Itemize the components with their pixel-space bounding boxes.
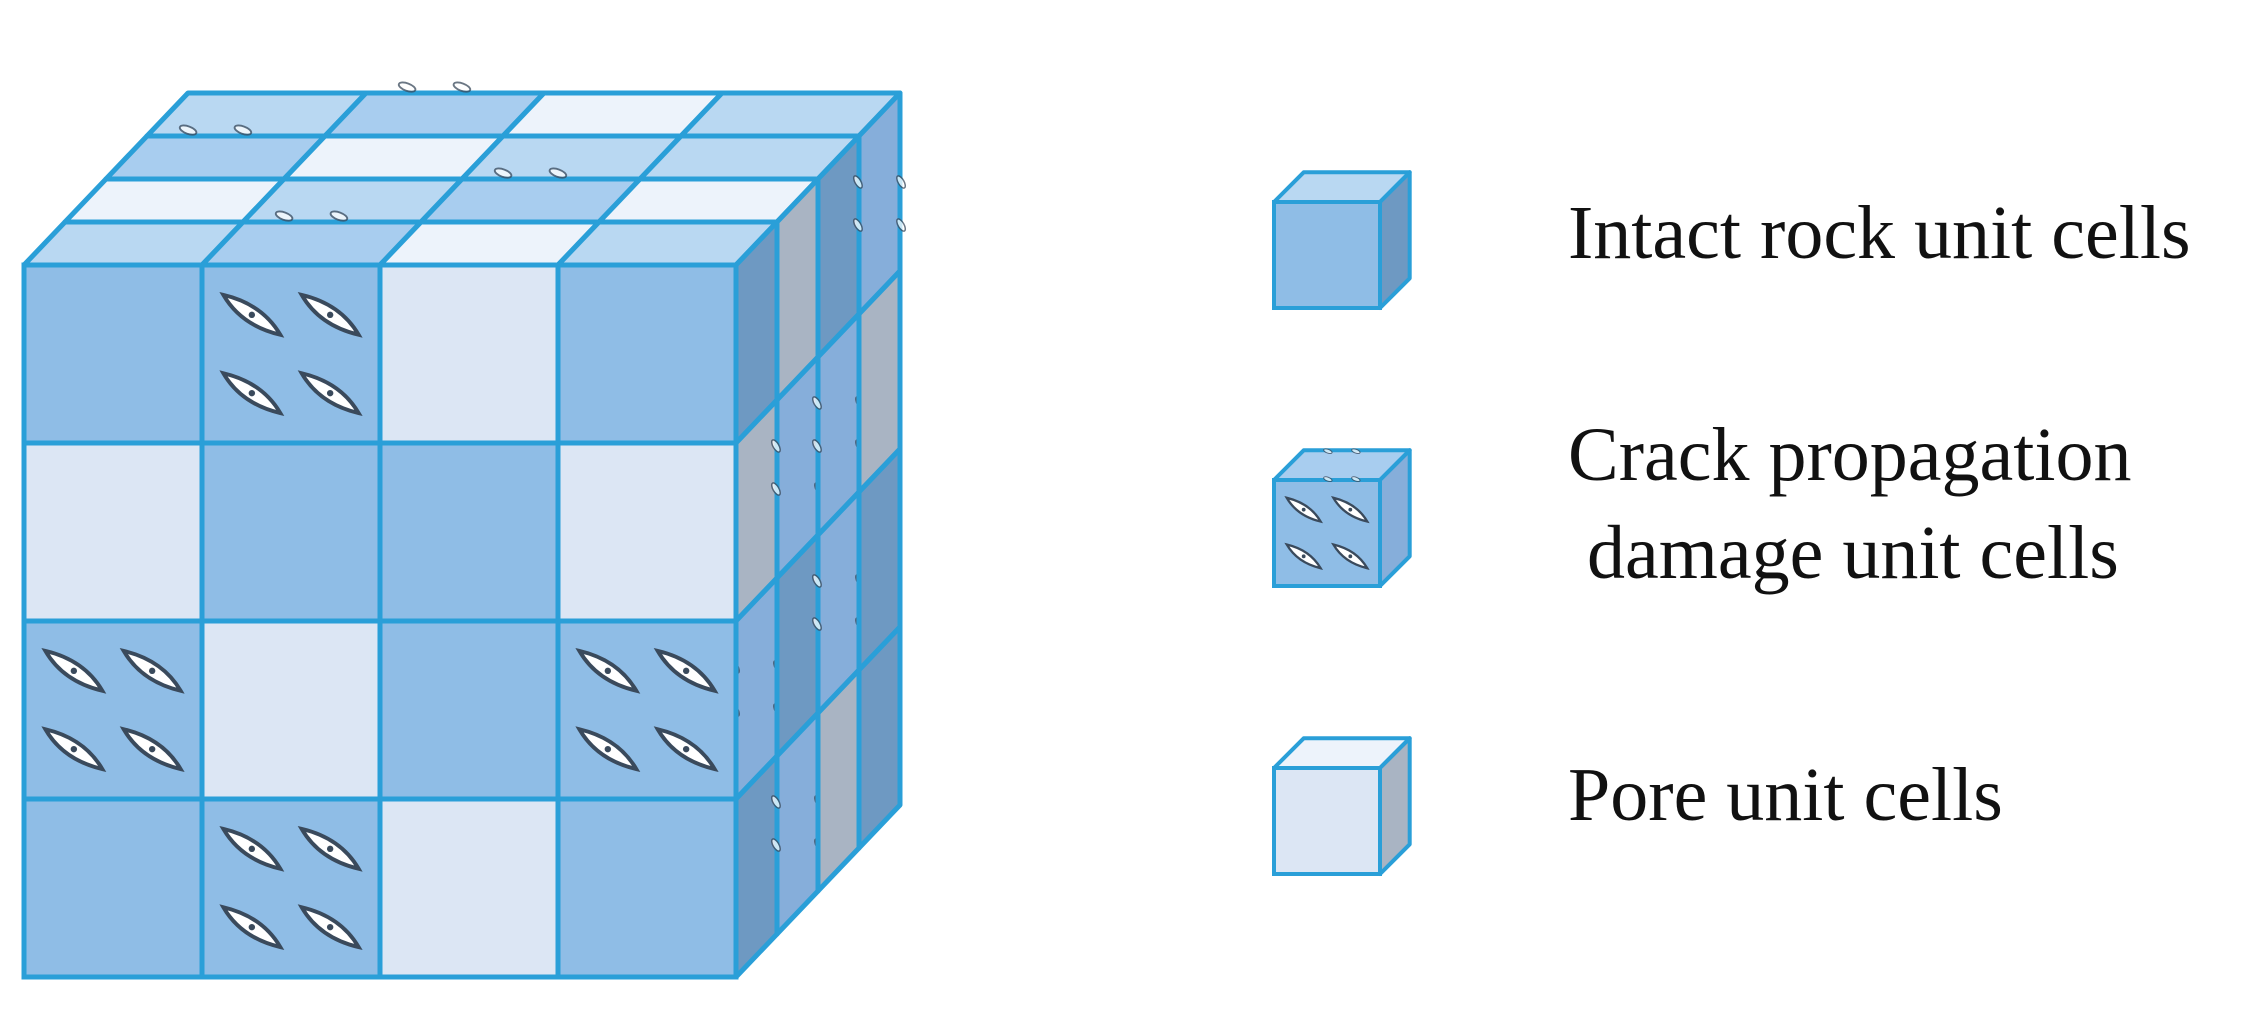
icon-crack-marks bbox=[1284, 496, 1370, 570]
crack-mark-dot bbox=[1301, 554, 1306, 559]
legend-label-crack-line2: damage unit cells bbox=[1568, 511, 2119, 595]
front-cell-intact bbox=[21, 262, 205, 446]
side-cell-crack-marks bbox=[852, 175, 907, 232]
icon-crack-marks-top bbox=[1323, 448, 1361, 483]
crack-mark bbox=[1323, 476, 1333, 483]
front-cell-crack-marks bbox=[219, 825, 363, 951]
crack-mark bbox=[852, 218, 863, 232]
crack-mark-dot bbox=[248, 923, 256, 931]
crack-mark-dot bbox=[1348, 507, 1353, 512]
front-cell-pore bbox=[555, 440, 739, 624]
front-cell-intact bbox=[555, 796, 739, 980]
crack-mark-dot bbox=[604, 667, 612, 675]
crack-cell-icon bbox=[1272, 448, 1412, 588]
legend-item-crack: Crack propagation damage unit cells bbox=[1272, 413, 2131, 595]
front-cell-pore bbox=[21, 440, 205, 624]
front-cell-intact bbox=[377, 618, 561, 802]
front-cell-crack-marks bbox=[41, 647, 185, 773]
front-cell-crack-marks bbox=[219, 291, 363, 417]
crack-mark-dot bbox=[604, 745, 612, 753]
side-cell-crack bbox=[774, 710, 821, 937]
crack-mark bbox=[178, 124, 198, 136]
crack-mark-dot bbox=[70, 745, 78, 753]
crack-mark-dot bbox=[70, 667, 78, 675]
front-cell-crack bbox=[21, 618, 205, 802]
icon-front-face bbox=[1272, 478, 1382, 588]
crack-mark-dot bbox=[326, 845, 334, 853]
crack-mark bbox=[811, 574, 822, 588]
crack-mark bbox=[770, 838, 781, 852]
front-cell-crack bbox=[199, 796, 383, 980]
crack-mark bbox=[397, 81, 417, 93]
crack-mark bbox=[896, 175, 907, 189]
crack-mark bbox=[770, 795, 781, 809]
crack-mark bbox=[548, 167, 568, 179]
side-cell-intact bbox=[856, 624, 903, 851]
crack-mark bbox=[233, 124, 253, 136]
crack-mark bbox=[896, 218, 907, 232]
crack-mark-dot bbox=[326, 311, 334, 319]
crack-mark-dot bbox=[248, 311, 256, 319]
crack-mark-dot bbox=[326, 389, 334, 397]
front-cell-intact bbox=[21, 796, 205, 980]
pore-cell-icon bbox=[1272, 736, 1412, 876]
front-cell-pore bbox=[199, 618, 383, 802]
legend: Intact rock unit cells Crack propagation… bbox=[1272, 170, 2191, 876]
crack-mark bbox=[770, 482, 781, 496]
cube-top-face bbox=[21, 81, 903, 277]
crack-mark bbox=[1351, 448, 1361, 455]
front-cell-pore bbox=[377, 796, 561, 980]
crack-mark bbox=[274, 210, 294, 222]
crack-mark-dot bbox=[682, 745, 690, 753]
front-cell-crack bbox=[199, 262, 383, 446]
crack-mark bbox=[452, 81, 472, 93]
front-cell-intact bbox=[555, 262, 739, 446]
side-cell-intact bbox=[733, 753, 780, 980]
front-cell-intact bbox=[377, 440, 561, 624]
crack-mark bbox=[852, 175, 863, 189]
cube-front-face bbox=[21, 262, 739, 980]
icon-front-face bbox=[1272, 766, 1382, 876]
crack-mark bbox=[1351, 476, 1361, 483]
crack-mark bbox=[811, 396, 822, 410]
legend-label-intact: Intact rock unit cells bbox=[1568, 191, 2191, 275]
front-cell-intact bbox=[199, 440, 383, 624]
side-cell-pore bbox=[815, 667, 862, 894]
legend-label-pore: Pore unit cells bbox=[1568, 753, 2003, 837]
crack-mark bbox=[493, 167, 513, 179]
crack-mark-dot bbox=[1348, 554, 1353, 559]
front-cell-crack bbox=[555, 618, 739, 802]
crack-mark bbox=[811, 617, 822, 631]
crack-mark-dot bbox=[148, 667, 156, 675]
crack-mark-dot bbox=[148, 745, 156, 753]
crack-mark bbox=[329, 210, 349, 222]
crack-mark-dot bbox=[248, 389, 256, 397]
intact-cell-icon bbox=[1272, 170, 1412, 310]
legend-item-pore: Pore unit cells bbox=[1272, 736, 2003, 876]
unit-cell-cube bbox=[21, 81, 907, 980]
icon-front-face bbox=[1272, 200, 1382, 310]
crack-mark bbox=[770, 439, 781, 453]
crack-mark-dot bbox=[248, 845, 256, 853]
crack-mark-dot bbox=[326, 923, 334, 931]
legend-item-intact: Intact rock unit cells bbox=[1272, 170, 2191, 310]
crack-mark bbox=[1323, 448, 1333, 455]
crack-mark bbox=[811, 439, 822, 453]
crack-mark-dot bbox=[1301, 507, 1306, 512]
legend-label-crack-line1: Crack propagation bbox=[1568, 413, 2131, 497]
crack-mark-dot bbox=[682, 667, 690, 675]
front-cell-pore bbox=[377, 262, 561, 446]
front-cell-crack-marks bbox=[575, 647, 719, 773]
